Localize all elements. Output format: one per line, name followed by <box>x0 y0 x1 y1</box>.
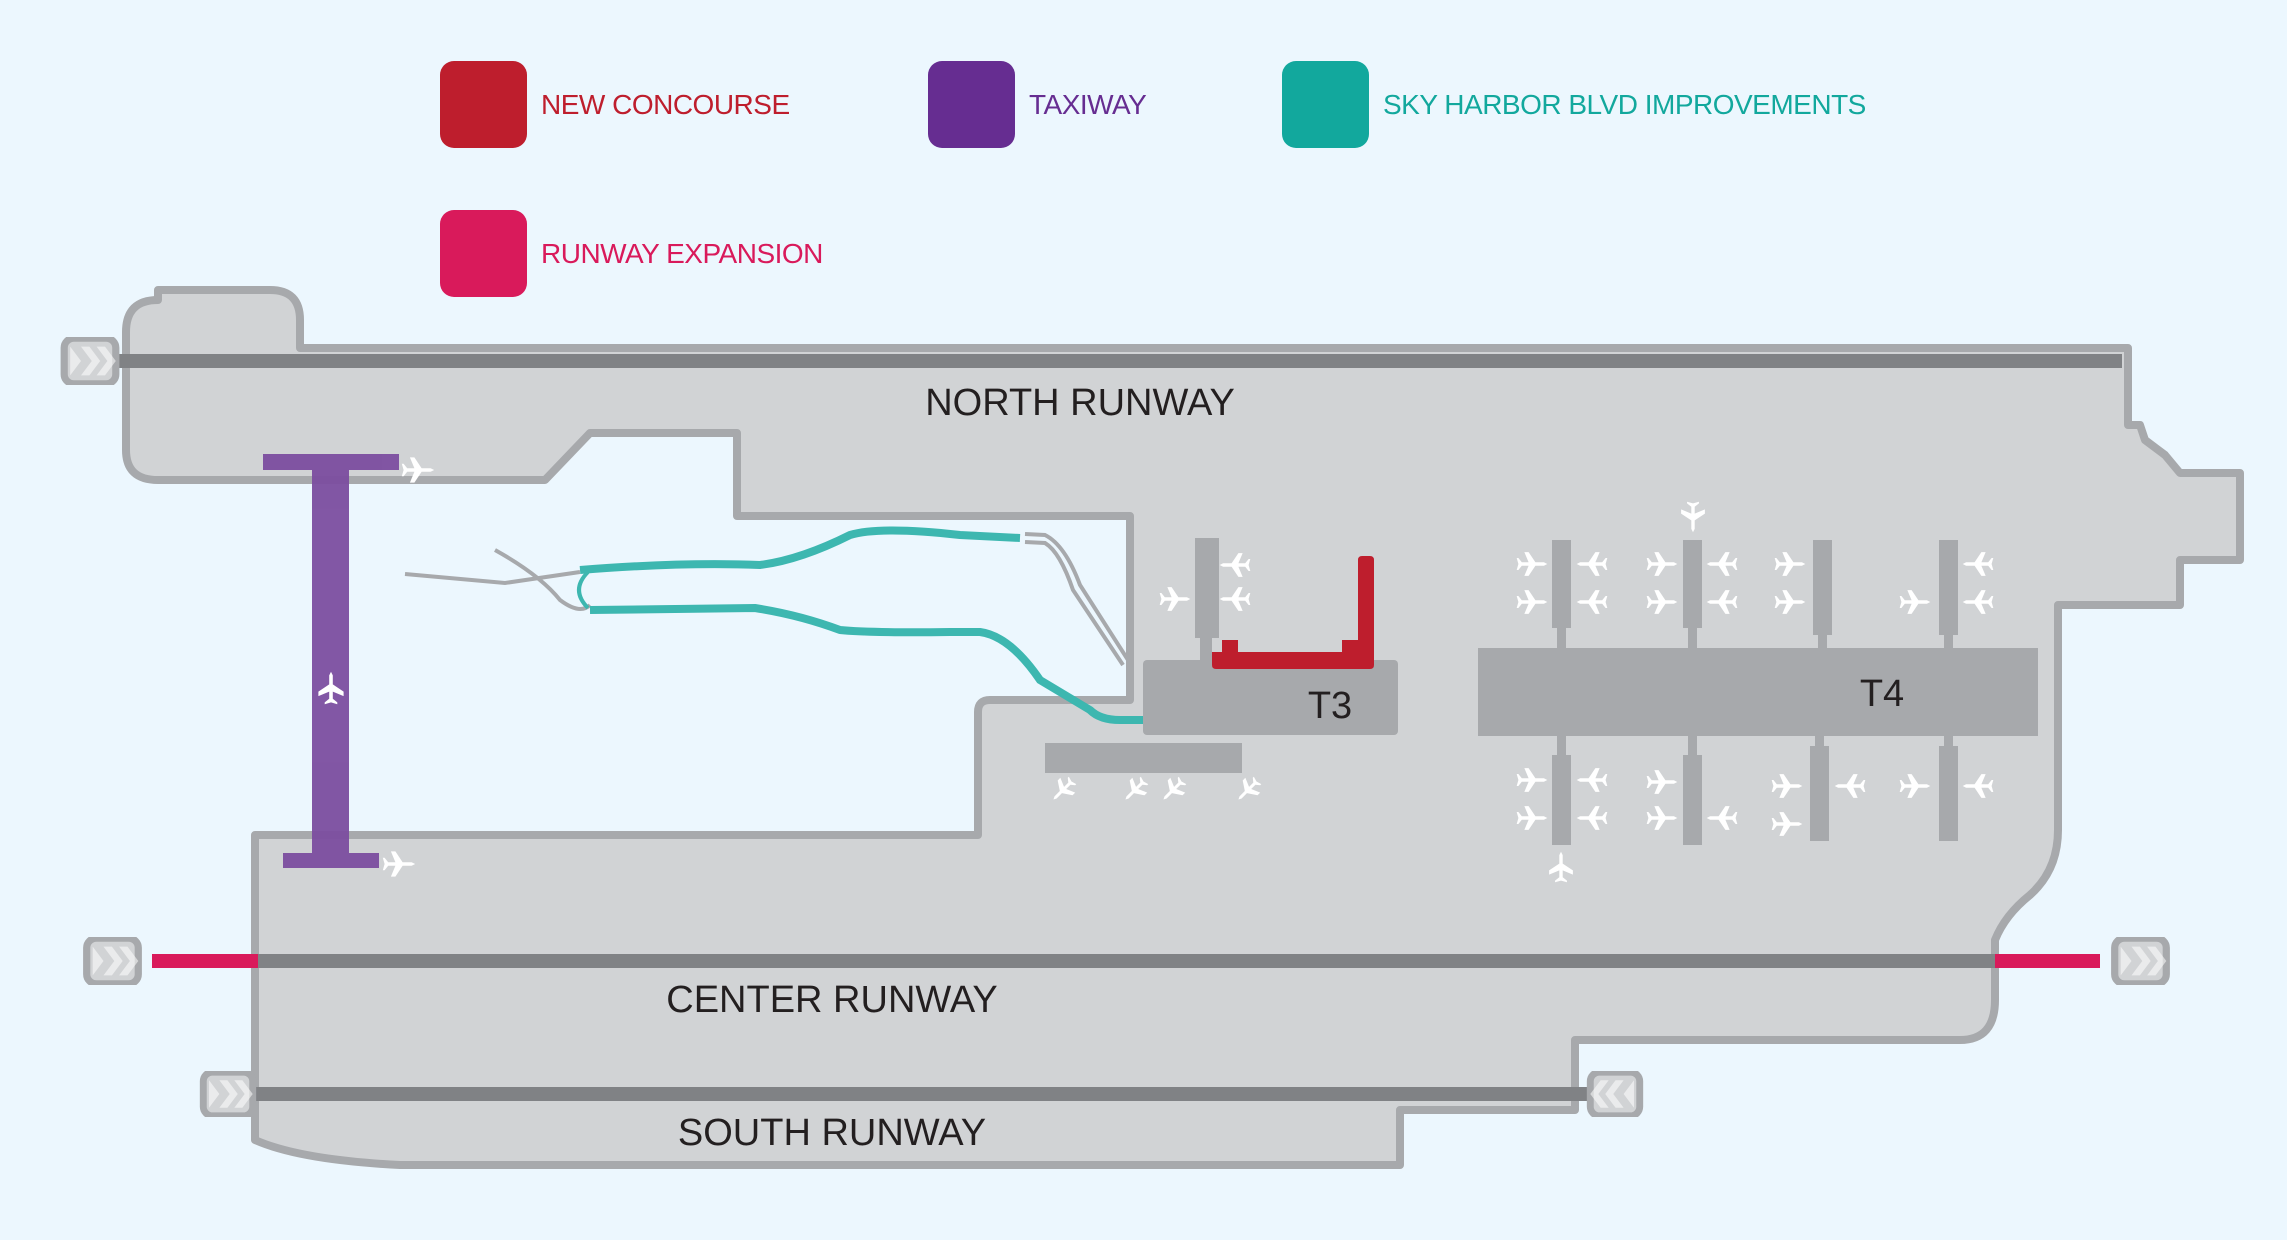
legend-swatch-sky-harbor-blvd <box>1282 61 1369 148</box>
legend-label-new-concourse: NEW CONCOURSE <box>541 88 790 120</box>
south-runway-label: SOUTH RUNWAY <box>678 1112 986 1154</box>
south-runway-strip <box>255 1087 1595 1101</box>
center-runway-label: CENTER RUNWAY <box>666 979 997 1021</box>
terminal-4-label: T4 <box>1860 673 1904 715</box>
center-runway-threshold-west-icon <box>87 938 139 984</box>
south-runway-threshold-west-icon <box>203 1072 252 1116</box>
legend-label-sky-harbor-blvd: SKY HARBOR BLVD IMPROVEMENTS <box>1383 88 1866 120</box>
new-concourse <box>1212 556 1374 669</box>
north-runway-threshold-west-icon <box>64 338 116 384</box>
existing-roads <box>404 532 1130 667</box>
center-runway-threshold-east-icon <box>2115 938 2167 984</box>
taxiway <box>263 454 399 868</box>
sky-harbor-blvd-improvements <box>577 526 1198 724</box>
legend-swatch-new-concourse <box>440 61 527 148</box>
runway-expansion-east <box>1995 954 2100 968</box>
legend-swatch-runway-expansion <box>440 210 527 297</box>
north-runway-strip <box>118 354 2122 368</box>
terminal-3 <box>1045 538 1398 773</box>
legend-label-taxiway: TAXIWAY <box>1029 88 1147 120</box>
legend-item-new-concourse: NEW CONCOURSE <box>440 61 790 148</box>
legend-label-runway-expansion: RUNWAY EXPANSION <box>541 237 823 269</box>
north-runway-label: NORTH RUNWAY <box>925 382 1235 424</box>
center-runway-strip <box>258 954 1995 968</box>
runway-expansion-west <box>152 954 258 968</box>
legend-item-runway-expansion: RUNWAY EXPANSION <box>440 210 823 297</box>
legend-item-taxiway: TAXIWAY <box>928 61 1147 148</box>
legend-item-sky-harbor-blvd: SKY HARBOR BLVD IMPROVEMENTS <box>1282 61 1866 148</box>
legend-swatch-taxiway <box>928 61 1015 148</box>
south-runway-threshold-east-icon <box>1590 1072 1639 1116</box>
terminal-4 <box>1478 540 2038 845</box>
terminal-3-label: T3 <box>1308 685 1352 727</box>
